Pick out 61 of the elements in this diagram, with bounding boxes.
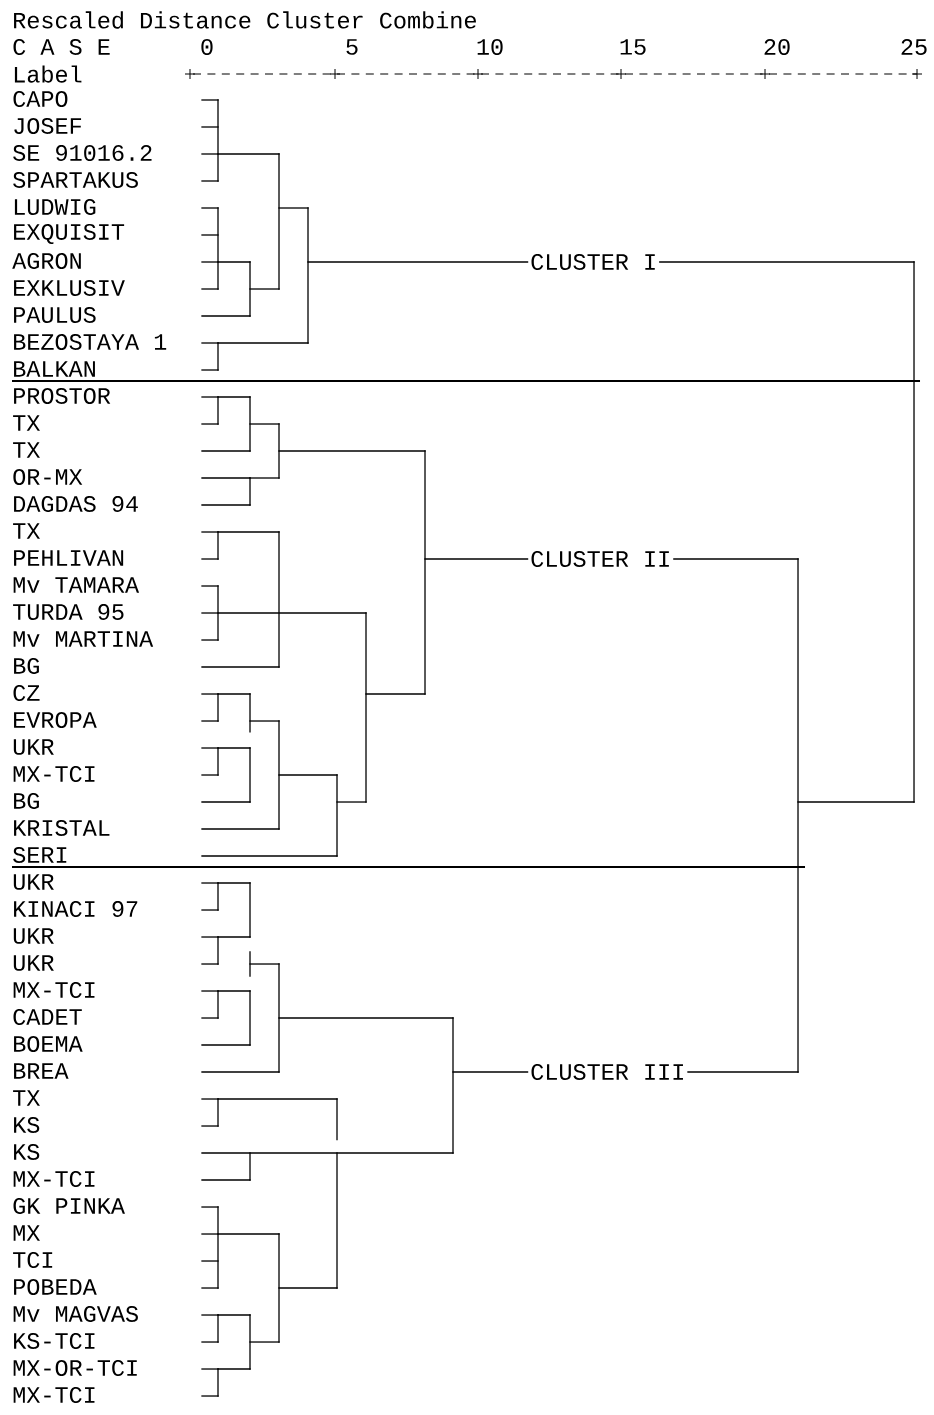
case-label: BOEMA: [14, 1036, 83, 1052]
case-label: PAULUS: [14, 307, 96, 323]
case-label: KS-TCI: [14, 1333, 95, 1349]
case-label: JOSEF: [14, 118, 82, 134]
case-label: UKR: [13, 874, 54, 890]
case-label: MX-TCI: [13, 766, 95, 782]
axis-tick-label: 15: [620, 39, 646, 55]
case-label: BG: [14, 793, 39, 809]
case-label: TX: [13, 1090, 40, 1106]
case-label: MX-TCI: [13, 1171, 95, 1187]
case-label: KRISTAL: [14, 820, 110, 836]
case-label: DAGDAS 94: [14, 496, 138, 512]
case-label: AGRON: [12, 253, 81, 269]
case-label: KINACI 97: [14, 901, 138, 917]
case-label: MX: [13, 1225, 40, 1241]
case-label: Mv MARTINA: [13, 631, 154, 647]
case-label: CAPO: [13, 91, 68, 107]
case-label: PEHLIVAN: [14, 550, 124, 566]
case-label: TX: [13, 523, 40, 539]
case-label: MX-TCI: [13, 1387, 95, 1403]
case-label: LUDWIG: [14, 199, 96, 215]
case-label: BREA: [14, 1063, 69, 1079]
case-label: KS: [14, 1117, 40, 1133]
case-label: MX-OR-TCI: [13, 1360, 137, 1376]
case-label: Mv MAGVAS: [13, 1306, 138, 1322]
case-label: TX: [13, 442, 40, 458]
case-label: UKR: [13, 955, 54, 971]
axis-tick-label: 10: [477, 39, 503, 55]
column-header: C A S E: [13, 39, 110, 55]
cluster-label: CLUSTER III: [528, 1063, 688, 1081]
case-label: MX-TCI: [13, 982, 95, 998]
case-label: EXKLUSIV: [14, 280, 125, 296]
axis-tick-label: 20: [764, 39, 790, 55]
case-label: EVROPA: [14, 712, 97, 728]
case-label: CADET: [13, 1009, 82, 1025]
case-label: BG: [14, 658, 39, 674]
case-label: UKR: [13, 739, 54, 755]
case-label: CZ: [13, 685, 40, 701]
case-label: PROSTOR: [14, 388, 111, 404]
cluster-label: CLUSTER I: [528, 253, 660, 271]
case-label: TCI: [13, 1252, 53, 1268]
case-label: UKR: [13, 928, 54, 944]
axis-tick-label: 5: [346, 39, 358, 55]
case-label: POBEDA: [14, 1279, 97, 1295]
axis-title: Rescaled Distance Cluster Combine: [14, 11, 476, 29]
case-label: BALKAN: [14, 361, 95, 377]
case-label: SE 91016.2: [13, 145, 152, 161]
column-header: Label: [14, 65, 82, 83]
case-label: GK PINKA: [13, 1198, 125, 1214]
cluster-label: CLUSTER II: [528, 550, 674, 568]
case-label: TX: [13, 415, 40, 431]
case-label: BEZOSTAYA 1: [14, 334, 167, 350]
axis-tick-label: 25: [901, 39, 927, 55]
case-label: OR-MX: [13, 469, 83, 485]
case-label: SPARTAKUS: [13, 172, 138, 188]
case-label: KS: [14, 1144, 40, 1160]
case-label: Mv TAMARA: [13, 577, 140, 593]
case-label: EXQUISIT: [14, 223, 125, 245]
case-label: SERI: [13, 847, 67, 863]
axis-tick-label: 0: [201, 39, 213, 55]
case-label: TURDA 95: [13, 604, 124, 620]
